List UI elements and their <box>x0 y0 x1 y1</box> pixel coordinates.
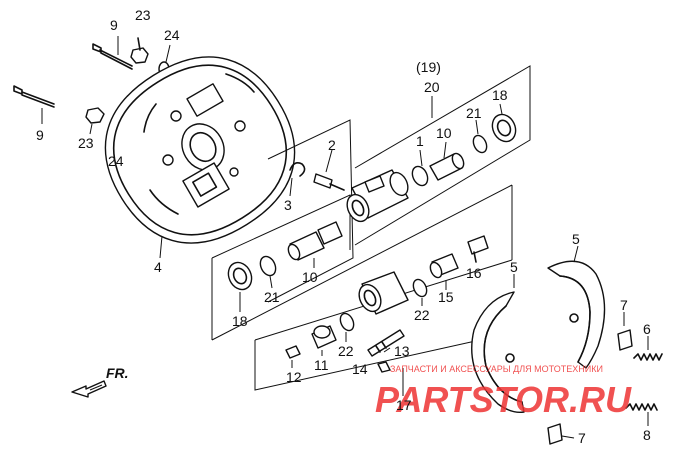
label-2: 2 <box>328 137 336 153</box>
boot-18-upper <box>491 103 517 143</box>
label-15: 15 <box>438 289 454 305</box>
leader-4 <box>159 235 163 259</box>
label-22-lower: 22 <box>338 343 354 359</box>
bleeder-16 <box>467 235 489 263</box>
ring-22-lower <box>339 312 355 342</box>
label-23-top: 23 <box>135 7 151 23</box>
label-9-left: 9 <box>36 127 44 143</box>
bleeder-2 <box>313 149 345 191</box>
ring-21-middle <box>259 255 277 289</box>
nut-23-top <box>130 37 149 64</box>
label-7-upper: 7 <box>620 297 628 313</box>
label-19: (19) <box>416 59 441 75</box>
pin-7-upper <box>617 312 633 351</box>
label-22-upper: 22 <box>414 307 430 323</box>
label-13: 13 <box>394 343 410 359</box>
label-21-middle: 21 <box>264 289 280 305</box>
cap-11 <box>311 325 337 356</box>
watermark-tagline: ЗАПЧАСТИ И АКСЕССУАРЫ ДЛЯ МОТОТЕХНИКИ <box>390 364 603 374</box>
label-21-upper: 21 <box>466 105 482 121</box>
bolt-9-left <box>13 85 55 124</box>
piston-15 <box>429 253 459 290</box>
group-outline-mid <box>211 184 513 341</box>
label-23-left: 23 <box>78 135 94 151</box>
label-18-upper: 18 <box>492 87 508 103</box>
watermark-brand: PARTSTOR.RU <box>375 379 632 420</box>
label-5-right: 5 <box>572 231 580 247</box>
nut-14 <box>377 361 391 373</box>
label-7-lower: 7 <box>578 430 586 446</box>
adjuster-13 <box>367 329 405 357</box>
label-18-middle: 18 <box>232 313 248 329</box>
pin-7-lower <box>547 423 575 445</box>
label-10-middle: 10 <box>302 269 318 285</box>
bolt-9-top <box>92 43 133 70</box>
nut-23-left <box>85 107 105 135</box>
label-5-left: 5 <box>510 259 518 275</box>
front-arrow <box>71 380 107 398</box>
label-1: 1 <box>416 133 424 149</box>
wheel-cylinder-17 <box>358 271 409 315</box>
label-14: 14 <box>352 361 368 377</box>
label-10-upper: 10 <box>436 125 452 141</box>
group-outline-upper <box>267 65 531 303</box>
label-17: 17 <box>396 397 412 413</box>
piston-10-upper <box>429 141 465 181</box>
label-9-top: 9 <box>110 17 118 33</box>
ring-22-upper <box>412 278 428 306</box>
label-12: 12 <box>286 369 302 385</box>
wheel-cylinder-20 <box>346 169 409 223</box>
boot-18-middle <box>227 261 253 312</box>
label-3: 3 <box>284 197 292 213</box>
spring-6 <box>633 336 663 361</box>
label-16: 16 <box>466 265 482 281</box>
clip-3 <box>289 162 306 197</box>
label-front: FR. <box>106 365 129 381</box>
label-6: 6 <box>643 321 651 337</box>
label-8: 8 <box>643 427 651 443</box>
watermark: ЗАПЧАСТИ И АКСЕССУАРЫ ДЛЯ МОТОТЕХНИКИ PA… <box>375 364 632 420</box>
bolt-12 <box>285 345 301 368</box>
cup-1 <box>411 149 429 187</box>
piston-10-middle <box>287 221 343 268</box>
brake-shoe-5-right <box>547 245 606 369</box>
brake-shoe-5-left <box>471 274 525 414</box>
backing-plate-4 <box>104 56 296 244</box>
label-24-top: 24 <box>164 27 180 43</box>
label-4: 4 <box>154 259 162 275</box>
ring-21-upper <box>472 119 488 154</box>
spring-8 <box>625 403 658 426</box>
label-11: 11 <box>314 357 329 373</box>
label-20: 20 <box>424 79 440 95</box>
label-24-left: 24 <box>108 153 124 169</box>
